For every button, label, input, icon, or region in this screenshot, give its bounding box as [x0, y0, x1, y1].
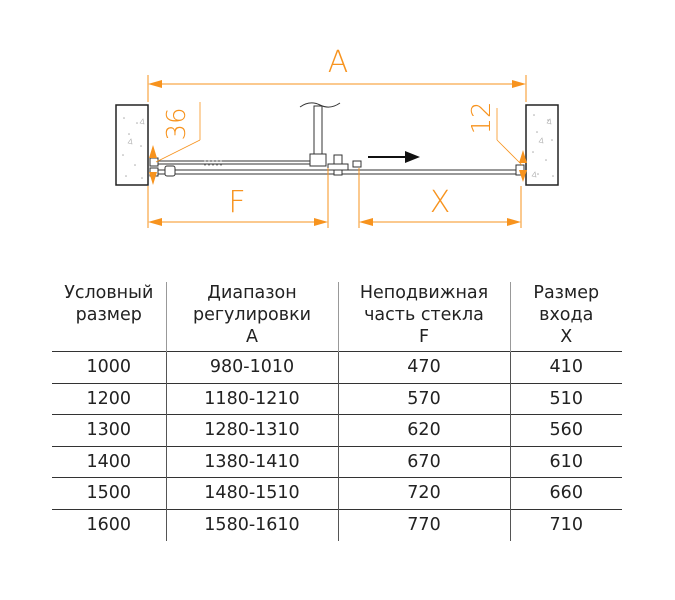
header-line: X	[560, 327, 573, 347]
table-row: 1600 1580-1610 770 710	[52, 509, 622, 541]
header-line: часть стекла	[364, 305, 484, 325]
header-line	[52, 326, 166, 348]
header-adjust-range: Диапазон регулировки A	[165, 282, 338, 352]
cell-entrance-size: 560	[509, 414, 622, 446]
cell-fixed-glass: 620	[337, 414, 510, 446]
cell-entrance-size: 710	[509, 509, 622, 541]
cell-fixed-glass: 670	[337, 446, 510, 478]
left-wall-icon	[115, 104, 149, 186]
cell-nominal-size: 1500	[86, 483, 132, 504]
cell-adjust-range: 1480-1510	[165, 477, 338, 509]
cell-fixed-glass: 470	[337, 351, 510, 383]
header-line: F	[418, 327, 430, 347]
table-row: 1200 1180-1210 570 510	[52, 383, 622, 415]
right-gap-dimension	[496, 108, 527, 182]
header-line: Размер	[533, 283, 600, 303]
cell-nominal-size: 1300	[86, 420, 132, 441]
header-line: Условный	[64, 283, 154, 303]
label-x: X	[430, 185, 451, 220]
cell-adjust-range: 1180-1210	[165, 383, 338, 415]
cell-fixed-glass: 570	[337, 383, 510, 415]
header-nominal-size: Условный размер	[52, 282, 166, 352]
header-line: A	[246, 327, 258, 347]
cell-entrance-size: 410	[509, 351, 622, 383]
cell-entrance-size: 660	[509, 477, 622, 509]
cell-entrance-size: 510	[509, 383, 622, 415]
table-row: 1300 1280-1310 620 560	[52, 414, 622, 446]
size-specification-table: Условный размер Диапазон регулировки A Н…	[52, 282, 622, 541]
cell-nominal-size: 1600	[86, 515, 132, 535]
ceiling-support-bar-icon	[299, 102, 341, 167]
header-line: Диапазон	[207, 283, 297, 303]
cell-adjust-range: 980-1010	[165, 351, 338, 383]
dimension-a	[147, 75, 527, 102]
header-line: входа	[539, 305, 594, 325]
table-row: 1000 980-1010 470 410	[52, 351, 622, 383]
cell-nominal-size: 1000	[86, 357, 132, 378]
table-row: 1400 1380-1410 670 610	[52, 446, 622, 478]
left-gap-dimension	[149, 102, 201, 185]
sliding-direction-arrow-icon	[368, 151, 420, 163]
table-row: 1500 1480-1510 720 660	[52, 477, 622, 509]
dimension-f	[147, 168, 329, 228]
header-line: регулировки	[192, 305, 312, 325]
installation-diagram: A 36	[115, 45, 559, 228]
label-a: A	[328, 45, 349, 80]
cell-adjust-range: 1580-1610	[165, 509, 338, 541]
cell-nominal-size: 1400	[86, 451, 132, 472]
label-right-gap: 12	[467, 101, 497, 134]
cell-fixed-glass: 770	[337, 509, 510, 541]
right-wall-icon	[525, 104, 559, 186]
header-line: Неподвижная	[359, 283, 489, 303]
header-fixed-glass: Неподвижная часть стекла F	[337, 282, 510, 352]
cell-nominal-size: 1200	[86, 388, 132, 409]
table-header-row: Условный размер Диапазон регулировки A Н…	[52, 282, 622, 352]
cell-adjust-range: 1280-1310	[165, 414, 338, 446]
dimension-x	[358, 168, 522, 228]
cell-entrance-size: 610	[509, 446, 622, 478]
cell-adjust-range: 1380-1410	[165, 446, 338, 478]
cell-fixed-glass: 720	[337, 477, 510, 509]
label-left-gap: 36	[162, 107, 192, 140]
header-line: размер	[75, 305, 142, 325]
label-f: F	[228, 185, 245, 220]
sliding-door	[327, 154, 525, 176]
header-entrance-size: Размер входа X	[509, 282, 622, 352]
